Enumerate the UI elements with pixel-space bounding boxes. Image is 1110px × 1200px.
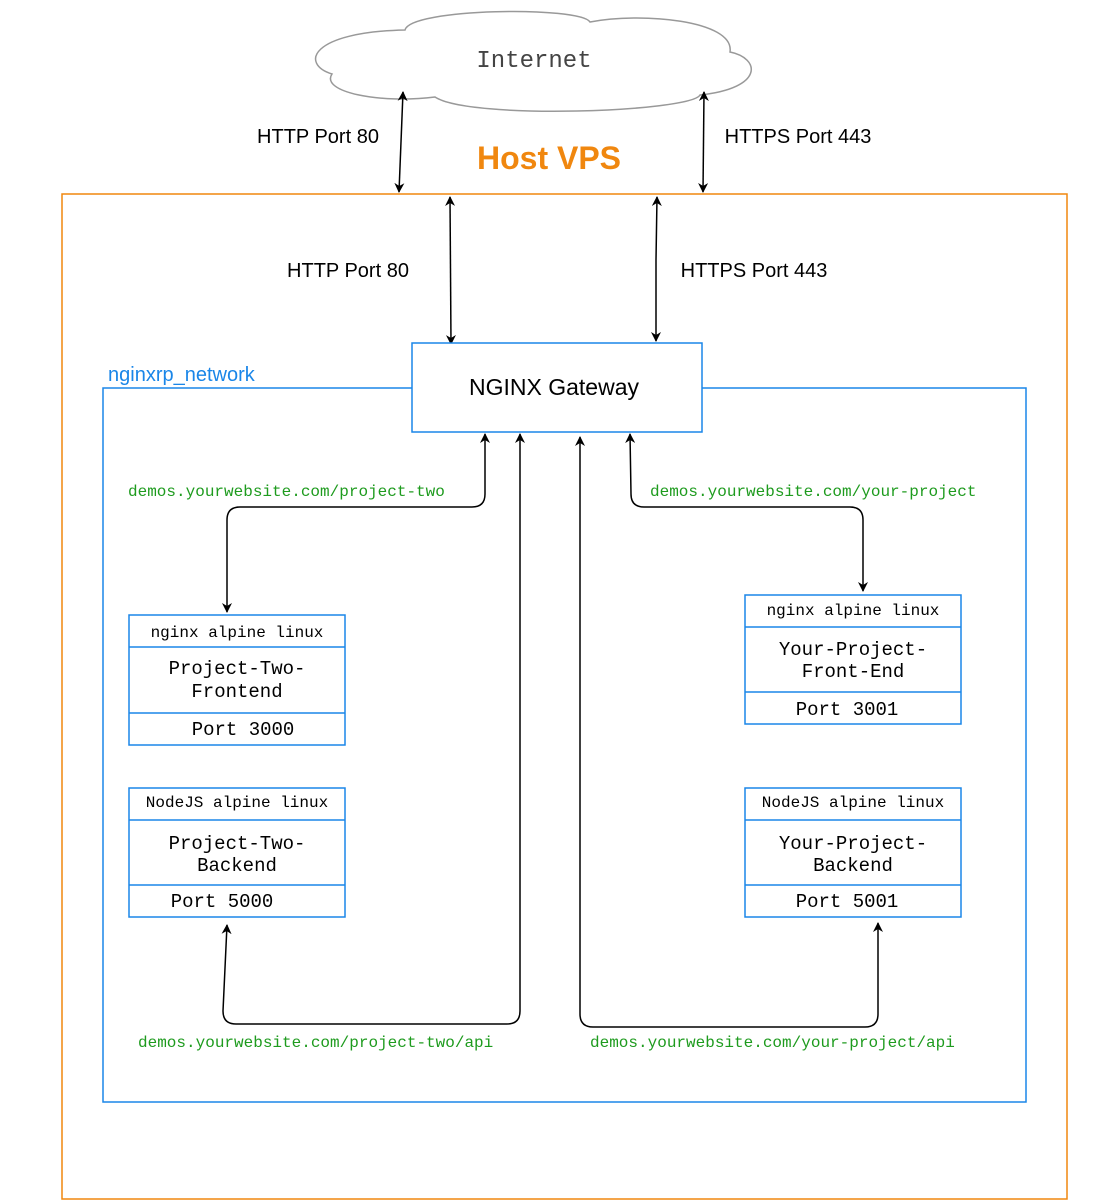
external-http-arrow (394, 91, 408, 193)
route-project-two-api-connector (221, 433, 525, 1025)
route-your-project-api-label: demos.yourwebsite.com/your-project/api (590, 1034, 955, 1052)
container-your-project-backend: NodeJS alpine linux Your-Project- Backen… (744, 787, 962, 918)
container-name-line-1: Project-Two- (169, 658, 306, 680)
route-project-two-api-label: demos.yourwebsite.com/project-two/api (138, 1034, 493, 1052)
container-name-line-2: Frontend (191, 681, 282, 703)
route-your-project-label: demos.yourwebsite.com/your-project (650, 483, 976, 501)
route-your-project-connector (625, 433, 868, 592)
internet-cloud: Internet (314, 10, 752, 112)
nginx-gateway: NGINX Gateway (411, 342, 703, 433)
container-name-line-1: Your-Project- (779, 833, 927, 855)
external-http-label: HTTP Port 80 (257, 126, 379, 148)
container-port-label: Port 3001 (796, 699, 899, 721)
external-https-arrow (698, 91, 709, 193)
internet-label: Internet (476, 48, 591, 75)
host-vps-box (61, 193, 1068, 1200)
container-image-label: nginx alpine linux (151, 624, 324, 642)
internal-https-arrow (651, 196, 662, 342)
container-your-project-frontend: nginx alpine linux Your-Project- Front-E… (744, 594, 962, 725)
container-name-line-2: Backend (197, 855, 277, 877)
container-image-label: nginx alpine linux (767, 602, 940, 620)
gateway-label: NGINX Gateway (469, 374, 639, 400)
network-label: nginxrp_network (108, 364, 256, 386)
container-name-line-1: Your-Project- (779, 639, 927, 661)
internal-http-arrow (445, 196, 456, 345)
container-port-label: Port 3000 (192, 719, 295, 741)
route-your-project-api-connector (575, 436, 883, 1028)
internal-https-label: HTTPS Port 443 (681, 260, 828, 282)
external-https-label: HTTPS Port 443 (725, 126, 872, 148)
container-port-label: Port 5000 (171, 891, 274, 913)
container-port-label: Port 5001 (796, 891, 899, 913)
container-project-two-backend: NodeJS alpine linux Project-Two- Backend… (128, 787, 346, 918)
container-name-line-1: Project-Two- (169, 833, 306, 855)
container-project-two-frontend: nginx alpine linux Project-Two- Frontend… (128, 614, 346, 746)
host-vps-title: Host VPS (477, 140, 621, 176)
internal-http-label: HTTP Port 80 (287, 260, 409, 282)
route-project-two-connector (222, 433, 490, 613)
container-name-line-2: Backend (813, 855, 893, 877)
container-name-line-2: Front-End (802, 661, 905, 683)
container-image-label: NodeJS alpine linux (146, 794, 328, 812)
container-image-label: NodeJS alpine linux (762, 794, 944, 812)
route-project-two-label: demos.yourwebsite.com/project-two (128, 483, 445, 501)
